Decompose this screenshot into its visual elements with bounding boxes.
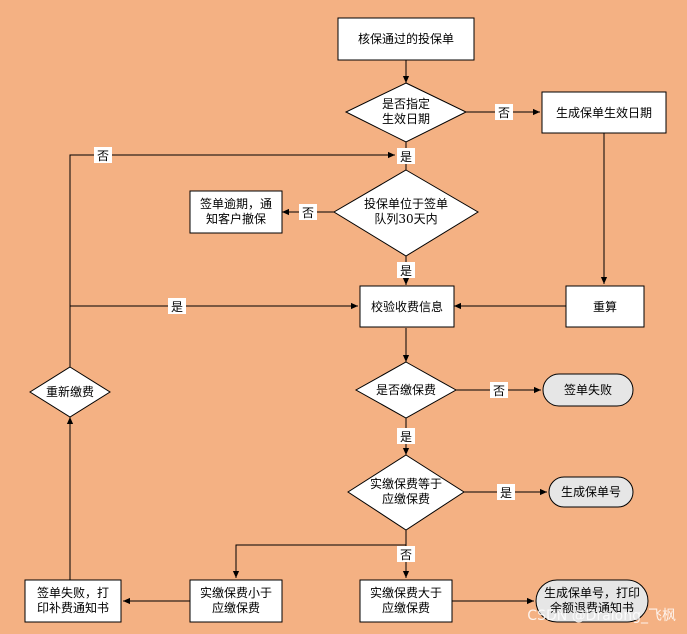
decision-repay-label: 重新缴费 xyxy=(46,384,94,399)
node-verify-payment-label: 校验收费信息 xyxy=(371,299,443,314)
decision-paid: 是否缴保费 xyxy=(354,361,458,419)
terminal-policy-refund-line1: 生成保单号，打印 xyxy=(544,586,640,600)
edge-label-queue-yes: 是 xyxy=(400,264,412,278)
terminal-policy-refund: 生成保单号，打印 余额退费通知书 xyxy=(535,579,649,623)
edge-q-repay-no xyxy=(69,151,395,367)
edge-label-effective-no: 否 xyxy=(498,106,510,120)
node-start: 核保通过的投保单 xyxy=(337,17,475,61)
node-gen-effective-date: 生成保单生效日期 xyxy=(541,91,667,134)
decision-repay: 重新缴费 xyxy=(29,366,111,418)
decision-in-queue-line2: 队列30天内 xyxy=(374,211,437,226)
edge-label-equal-yes: 是 xyxy=(500,486,512,500)
node-overdue-notice: 签单逾期，通 知客户撤保 xyxy=(189,190,283,234)
terminal-gen-policy-no: 生成保单号 xyxy=(548,476,634,508)
node-overdue-notice-line1: 签单逾期，通 xyxy=(200,196,272,211)
decision-paid-label: 是否缴保费 xyxy=(376,382,436,397)
edge-label-paid-yes: 是 xyxy=(400,430,412,444)
node-less-than-line1: 实缴保费小于 xyxy=(200,585,272,600)
node-start-label: 核保通过的投保单 xyxy=(358,31,454,46)
decision-equal-line1: 实缴保费等于 xyxy=(370,476,442,491)
node-verify-payment: 校验收费信息 xyxy=(359,285,455,328)
decision-effective-date-line1: 是否指定 xyxy=(382,96,430,111)
decision-equal-line2: 应缴保费 xyxy=(382,491,430,506)
csdn-watermark: CSDN @Dralong_飞枫 xyxy=(527,608,676,624)
terminal-sign-fail: 签单失败 xyxy=(542,373,634,407)
terminal-policy-refund-line2: 余额退费通知书 xyxy=(550,600,634,615)
edge-label-paid-no: 否 xyxy=(493,384,505,398)
edges xyxy=(66,60,608,605)
edge-q-equal-to-less xyxy=(232,544,406,578)
node-fail-supplement-line1: 签单失败，打 xyxy=(37,585,109,600)
node-fail-supplement: 签单失败，打 印补费通知书 xyxy=(24,579,122,623)
node-gen-effective-date-label: 生成保单生效日期 xyxy=(556,105,652,120)
node-overdue-notice-line2: 知客户撤保 xyxy=(206,211,266,226)
edge-label-queue-no: 否 xyxy=(302,206,314,220)
edge-labels: 否 是 否 否 是 是 否 是 是 否 xyxy=(94,104,515,562)
node-greater-than-line1: 实缴保费大于 xyxy=(370,585,442,600)
edge-label-equal-no: 否 xyxy=(400,548,412,562)
edge-label-repay-no: 否 xyxy=(97,149,109,163)
terminal-sign-fail-label: 签单失败 xyxy=(564,382,612,397)
decision-equal: 实缴保费等于 应缴保费 xyxy=(347,454,465,531)
node-less-than: 实缴保费小于 应缴保费 xyxy=(189,579,283,623)
decision-effective-date: 是否指定 生效日期 xyxy=(344,82,468,143)
node-recalc-label: 重算 xyxy=(593,299,617,314)
edge-label-effective-yes: 是 xyxy=(400,150,412,164)
terminal-gen-policy-no-label: 生成保单号 xyxy=(561,485,621,499)
node-recalc: 重算 xyxy=(565,285,645,328)
node-fail-supplement-line2: 印补费通知书 xyxy=(37,601,109,615)
decision-in-queue: 投保单位于签单 队列30天内 xyxy=(333,169,479,257)
node-less-than-line2: 应缴保费 xyxy=(212,600,260,615)
edge-label-repay-yes: 是 xyxy=(171,300,183,314)
node-greater-than-line2: 应缴保费 xyxy=(382,600,430,615)
node-greater-than: 实缴保费大于 应缴保费 xyxy=(359,579,453,623)
decision-effective-date-line2: 生效日期 xyxy=(382,111,430,126)
decision-in-queue-line1: 投保单位于签单 xyxy=(364,196,448,211)
